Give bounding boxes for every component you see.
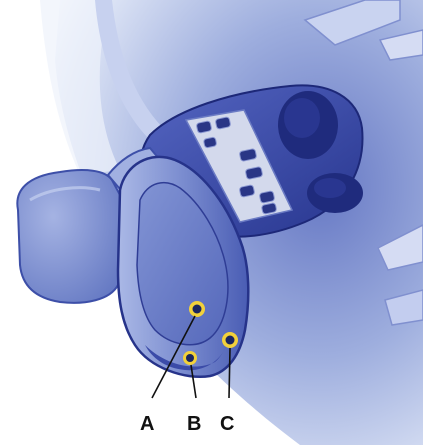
- callout-label-a: A: [140, 413, 154, 435]
- homelink-button-b: [183, 351, 197, 365]
- callout-label-c: C: [220, 413, 234, 435]
- homelink-button-a: [189, 301, 205, 317]
- homelink-button-c: [222, 332, 238, 348]
- callout-label-b: B: [187, 413, 201, 435]
- sun-visor: [17, 170, 120, 303]
